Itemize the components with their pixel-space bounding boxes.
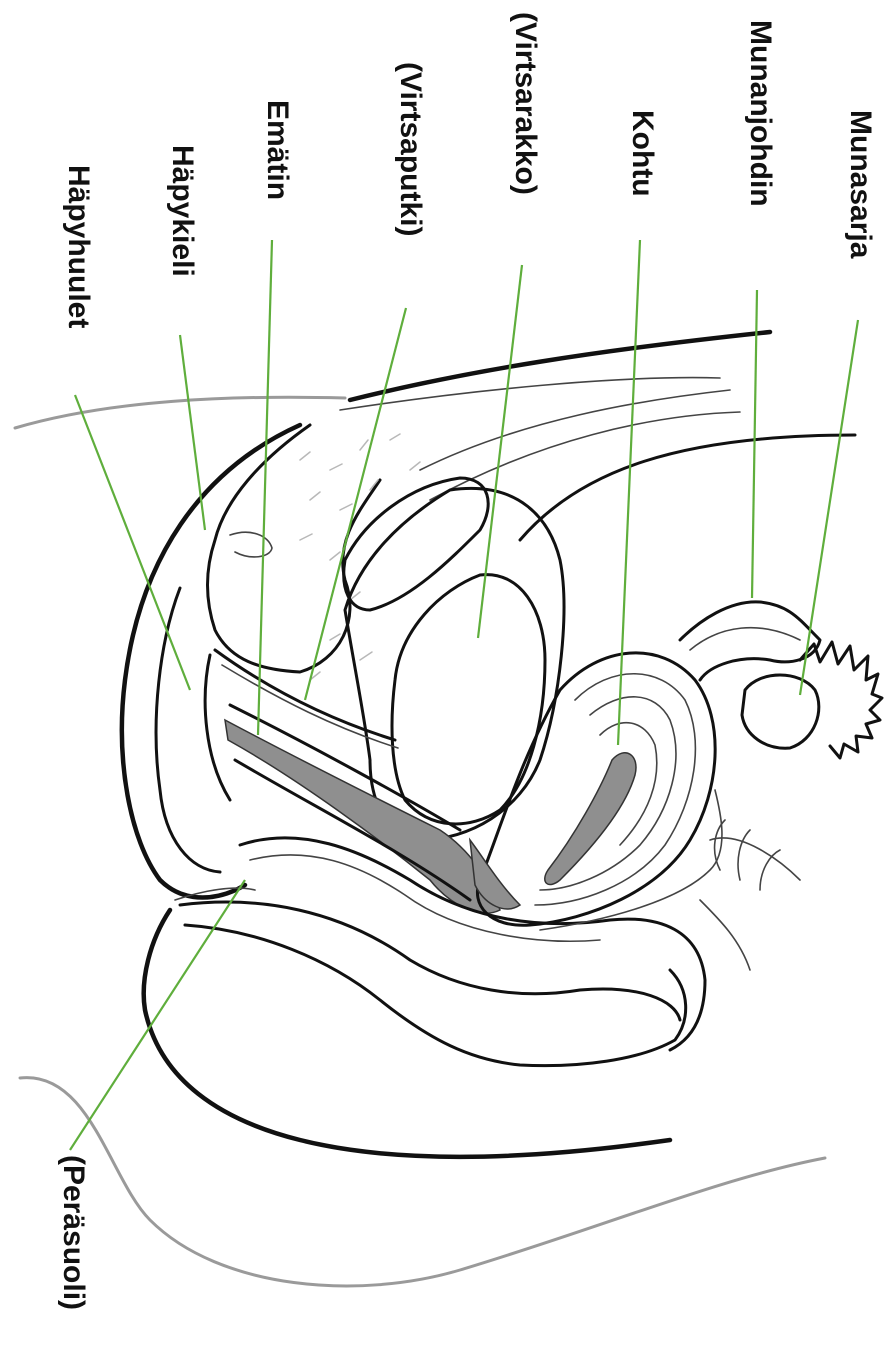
mesentery-lines: [700, 820, 800, 970]
peritoneum-line: [420, 390, 730, 470]
uterine-cavity: [545, 753, 636, 885]
label-munanjohdin: Munanjohdin: [745, 20, 775, 207]
ovary: [742, 675, 819, 748]
vaginal-wall: [225, 720, 500, 913]
rectum-outline: [185, 925, 686, 1066]
vulva-outline: [122, 425, 300, 898]
label-kohtu: Kohtu: [627, 110, 657, 197]
fimbriae: [800, 642, 882, 758]
label-hapyhuulet: Häpyhuulet: [63, 165, 93, 328]
label-perasuoli: (Peräsuoli): [58, 1155, 88, 1310]
lower-skin-line: [20, 1078, 825, 1286]
urethra: [215, 650, 395, 740]
bladder-outer: [345, 488, 564, 840]
bladder-inner: [392, 575, 545, 824]
pubic-lobe: [344, 478, 488, 610]
peritoneum-upper: [520, 435, 855, 540]
pubic-fibers: [300, 434, 420, 680]
pubic-bone: [208, 425, 381, 672]
fallopian-tube-inner: [690, 628, 800, 650]
rectal-wall-outer: [144, 910, 670, 1157]
label-virtsaputki: (Virtsaputki): [395, 62, 425, 236]
abdominal-wall: [350, 332, 770, 400]
abdominal-wall-inner: [340, 378, 720, 410]
fallopian-tube: [680, 602, 820, 680]
label-hapykieli: Häpykieli: [167, 145, 197, 277]
pubic-bone-detail: [230, 532, 272, 557]
label-ematin: Emätin: [262, 100, 292, 200]
label-virtsarakko: (Virtsarakko): [510, 12, 540, 195]
upper-skin-line: [15, 397, 345, 428]
label-munasarja: Munasarja: [845, 110, 875, 258]
